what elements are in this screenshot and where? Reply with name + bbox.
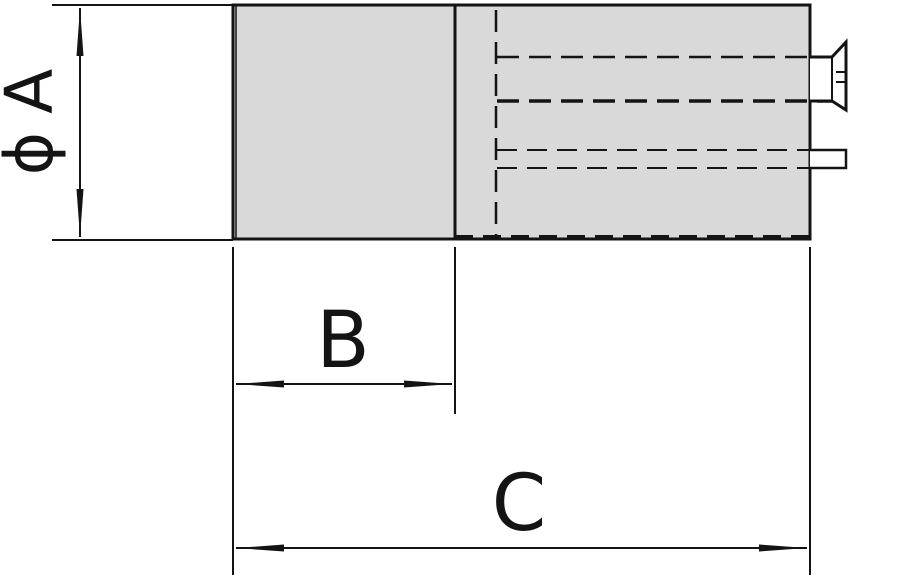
dim-b-label: B — [316, 296, 370, 386]
solid-section — [231, 3, 457, 241]
screw-head-icon — [810, 38, 848, 113]
dim-a-text: A — [0, 69, 68, 114]
dim-c-label: C — [492, 459, 546, 549]
hidden-features — [455, 10, 832, 239]
diameter-a-label: ϕA — [0, 69, 68, 176]
part-body — [231, 3, 812, 241]
bored-section — [453, 3, 812, 241]
dimension-a — [52, 4, 233, 241]
dimension-c — [236, 247, 811, 575]
pin-icon — [810, 148, 848, 170]
diameter-symbol: ϕ — [0, 132, 68, 176]
dimension-b — [232, 247, 456, 575]
